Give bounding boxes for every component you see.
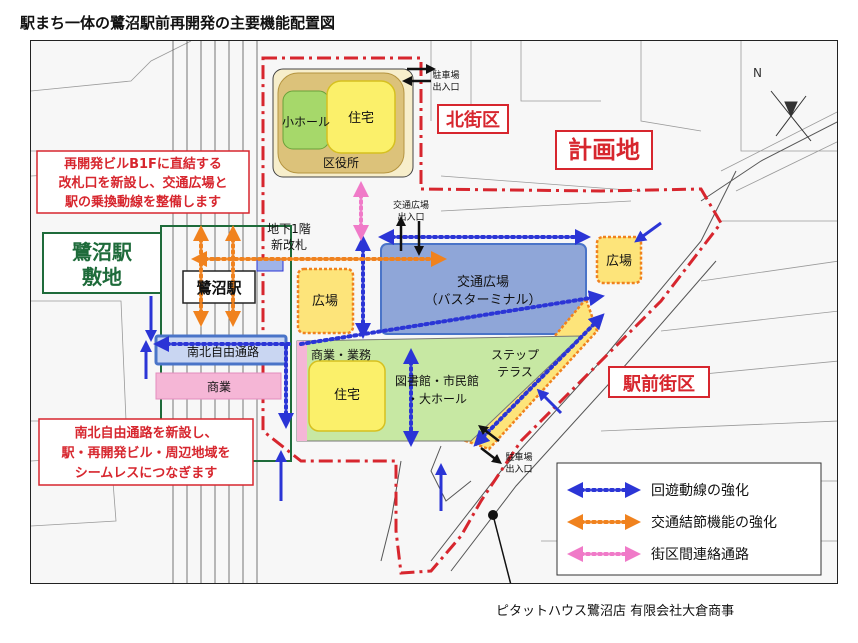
basement-gate-label-line2: 新改札 (271, 237, 307, 252)
transport-node-arrows (191, 225, 447, 327)
top-callout-line3: 駅の乗換動線を整備します (64, 194, 221, 210)
access-arrows (396, 64, 502, 465)
credit-leader-line (492, 514, 512, 583)
top-callout-line1: 再開発ビルB1Fに直結する (64, 156, 222, 172)
station-site-label-box (42, 232, 162, 294)
base-map-lines (31, 41, 837, 542)
credit-text: ピタットハウス鷺沼店 有限会社大倉商事 (496, 604, 735, 619)
housing-south-area (308, 360, 386, 432)
legend: 回遊動線の強化 交通結節機能の強化 街区間連絡通路 (556, 462, 822, 576)
bus-terminal-label-line2: （バスターミナル） (424, 293, 541, 308)
housing-north-label: 住宅 (348, 111, 374, 126)
top-callout-line2: 改札口を新設し、交通広場と (58, 175, 227, 191)
step-terrace-label-line1: ステップ (491, 348, 539, 362)
pink-commerce-band (297, 341, 307, 441)
plan-area-label: 計画地 (568, 136, 640, 164)
compass-icon: N (753, 66, 812, 142)
railway-tracks (172, 41, 258, 583)
circulation-arrows (153, 229, 605, 447)
plaza-left-label: 広場 (312, 294, 338, 309)
station-site-label-line1: 鷺沼駅 (72, 240, 132, 264)
library-label-line2: ・大ホール (407, 392, 467, 406)
housing-south-label: 住宅 (334, 388, 360, 403)
bottom-callout-line2: 駅・再開発ビル・周辺地域を (60, 445, 230, 461)
traffic-plaza-entrance-line1: 交通広場 (393, 199, 429, 211)
commerce-strip-area (155, 372, 282, 400)
north-district-box (437, 104, 509, 134)
basement-gate-label-line1: 地下1階 (267, 221, 311, 236)
plan-area-box (555, 130, 653, 170)
plaza-left-area (296, 267, 355, 335)
commerce-label: 商業 (207, 379, 231, 394)
station-front-district-box (608, 366, 710, 398)
page-title: 駅まち一体の鷺沼駅前再開発の主要機能配置図 (20, 14, 336, 32)
legend-circulation-label: 回遊動線の強化 (651, 483, 749, 499)
commerce-business-label: 商業・業務 (311, 347, 371, 362)
small-hall-label: 小ホール (282, 115, 330, 129)
housing-north-area (326, 80, 396, 154)
library-label-line1: 図書館・市民館 (395, 373, 479, 388)
parking-north-label-line2: 出入口 (432, 81, 459, 93)
legend-connector-label: 街区間連絡通路 (651, 547, 749, 563)
top-callout-box (36, 150, 250, 214)
north-district-label: 北街区 (446, 109, 500, 131)
station-front-district-label: 駅前街区 (622, 373, 695, 395)
ward-office-label: 区役所 (323, 155, 359, 170)
parking-south-label-line1: 駐車場 (505, 451, 532, 463)
station-name-label: 鷺沼駅 (196, 279, 242, 297)
legend-transport-label: 交通結節機能の強化 (651, 514, 777, 531)
credit-leader-dot (488, 510, 498, 520)
bus-terminal-label-line1: 交通広場 (457, 274, 509, 290)
site-map: N (31, 41, 837, 583)
bottom-callout-line1: 南北自由通路を新設し、 (74, 425, 217, 441)
solid-blue-arrows (140, 221, 662, 511)
plan-area-boundary (261, 56, 723, 575)
station-site-label-line2: 敷地 (82, 265, 122, 289)
bottom-callout-line3: シームレスにつなぎます (75, 465, 218, 481)
traffic-plaza-entrance-line2: 出入口 (397, 211, 424, 223)
compass-n-label: N (753, 66, 762, 80)
north-south-passage-label: 南北自由通路 (187, 344, 259, 359)
step-terrace-label-line2: テラス (497, 365, 533, 379)
plaza-right-label: 広場 (606, 254, 632, 269)
bottom-callout-box (38, 418, 254, 486)
parking-north-label-line1: 駐車場 (432, 69, 459, 81)
map-frame: N (30, 40, 838, 584)
parking-south-label-line2: 出入口 (505, 463, 532, 475)
plaza-right-area (595, 235, 643, 285)
